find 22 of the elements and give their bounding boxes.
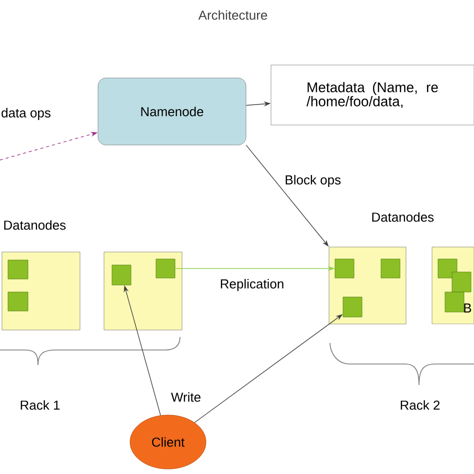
block-square [444,292,464,312]
metadata-box: Metadata (Name, re /home/foo/data, [270,64,474,126]
edge-label: Write [169,390,203,404]
block-square [156,258,176,278]
edge-label: Replication [218,277,286,293]
block-square [380,258,400,278]
block-square [342,296,362,318]
text-label: Rack 1 [20,400,60,410]
block-square [334,258,354,278]
text-label: Datanodes [4,220,66,230]
title: Architecture [198,10,268,20]
text-label: Datanodes [372,212,434,222]
block-square [8,292,28,312]
block-square [452,272,472,292]
text-label: B [464,304,472,312]
text-label: Rack 2 [400,400,440,410]
namenode-box: Namenode [98,78,246,146]
edge-label: data ops [0,106,52,122]
block-square [438,258,458,278]
block-square [8,260,28,280]
edge-label: Block ops [283,173,343,189]
block-square [112,264,132,286]
